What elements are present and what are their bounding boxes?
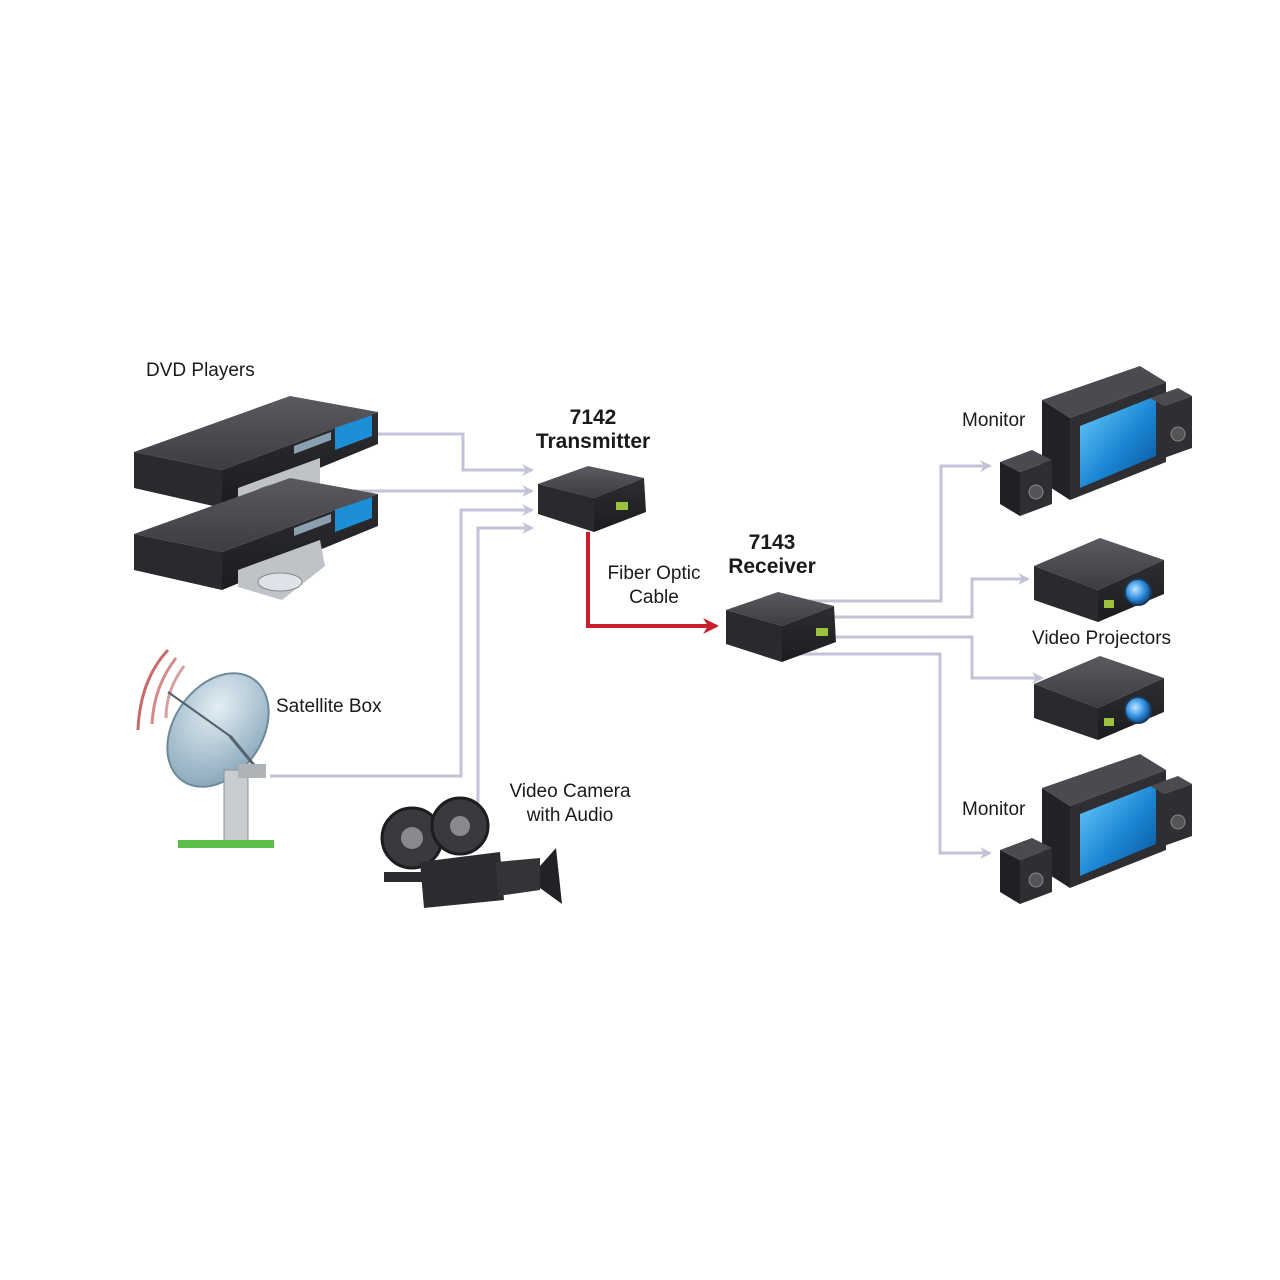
video-projectors-label: Video Projectors — [1032, 628, 1172, 649]
dvd-player-icon — [134, 396, 378, 512]
output-connectors — [798, 460, 1044, 859]
monitor-icon — [1000, 754, 1192, 904]
video-camera-label-line2: with Audio — [526, 805, 614, 826]
receiver-icon — [726, 592, 836, 662]
satellite-box-label: Satellite Box — [276, 696, 382, 717]
receiver-name: Receiver — [728, 555, 816, 578]
camera-connector — [476, 522, 534, 832]
transmitter-name: Transmitter — [535, 430, 651, 453]
transmitter-icon — [538, 466, 646, 532]
fiber-optic-label-line1: Fiber Optic — [607, 563, 701, 584]
transmitter-model: 7142 — [569, 406, 617, 429]
dvd1-connector — [378, 432, 534, 476]
projector-icon — [1034, 656, 1164, 740]
projector-top-connector — [798, 573, 1030, 619]
satellite-connector — [270, 504, 534, 778]
dvd-players-label: DVD Players — [146, 360, 255, 381]
receiver-model: 7143 — [748, 531, 796, 554]
satellite-dish-icon — [136, 648, 274, 848]
fiber-optic-cable — [586, 532, 719, 634]
monitor-bottom-connector — [798, 652, 992, 859]
receiver-label: 7143 Receiver — [712, 531, 832, 579]
projector-bottom-connector — [798, 635, 1044, 684]
monitor-top-connector — [798, 460, 992, 603]
dvd-player-icon — [134, 478, 378, 600]
monitor-icon — [1000, 366, 1192, 516]
projector-icon — [1034, 538, 1164, 622]
monitor-top-label: Monitor — [962, 410, 1026, 431]
video-camera-icon — [380, 796, 562, 908]
transmitter-label: 7142 Transmitter — [523, 406, 663, 454]
video-camera-label-line1: Video Camera — [509, 781, 631, 802]
fiber-optic-label: Fiber Optic Cable — [594, 562, 714, 610]
video-camera-label: Video Camera with Audio — [500, 780, 640, 828]
monitor-bottom-label: Monitor — [962, 799, 1026, 820]
fiber-optic-label-line2: Cable — [629, 587, 679, 608]
